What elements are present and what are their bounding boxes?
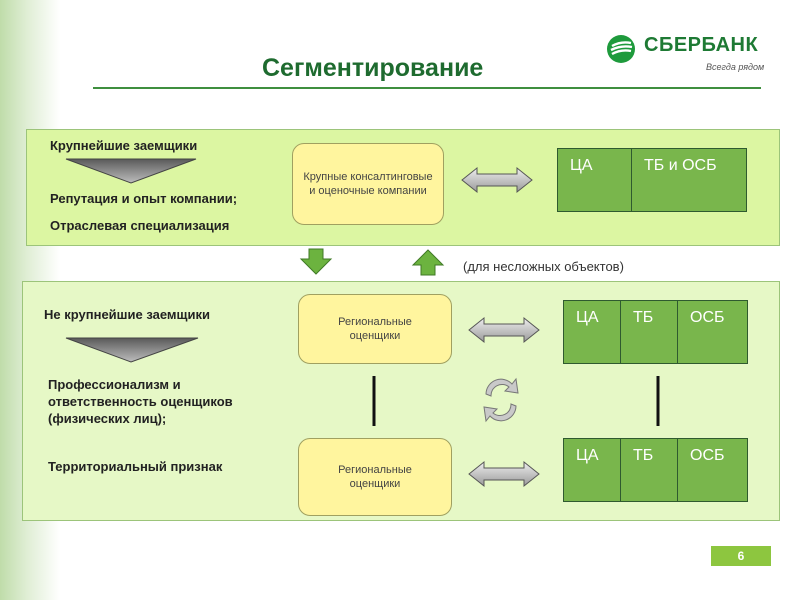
unit-cell-tb-osb: ТБ и ОСБ [644,157,717,174]
consulting-companies-label: Крупные консалтинговые и оценочные компа… [303,171,433,197]
criterion-territorial: Территориальный признак [48,459,223,474]
title-divider [93,87,761,89]
unit-cell-osb: ОСБ [690,309,725,326]
arrow-down-icon [299,248,333,275]
middle-units-table: ЦА ТБ ОСБ [563,300,748,364]
regional-appraisers-box-2: Региональные оценщики [298,438,452,516]
regional-appraisers-label-2: Региональные оценщики [338,464,412,490]
page-number: 6 [711,546,771,566]
page-title: Сегментирование [262,54,484,82]
regional-appraisers-label-1: Региональные оценщики [338,316,412,342]
consulting-companies-box: Крупные консалтинговые и оценочные компа… [292,143,444,225]
unit-cell-ca: ЦА [564,439,621,501]
arrow-up-icon [411,249,445,276]
unit-cell-ca: ЦА [558,149,632,211]
double-arrow-icon [468,316,540,344]
double-arrow-icon [461,166,533,194]
unit-cell-tb: ТБ [621,439,678,501]
unit-cell-tb: ТБ [621,301,678,363]
note-simple-objects: (для несложных объектов) [463,259,624,274]
funnel-triangle-top [65,158,197,184]
sberbank-logo: СБЕРБАНК Всегда рядом [606,32,771,78]
criterion-professionalism: Профессионализм и ответственность оценщи… [48,377,233,426]
unit-cell-osb: ОСБ [690,447,725,464]
cycle-arrows-icon [483,377,519,423]
large-borrowers-heading: Крупнейшие заемщики [50,138,198,153]
sberbank-logo-icon [607,35,635,63]
top-units-table: ЦА ТБ и ОСБ [557,148,747,212]
non-large-borrowers-heading: Не крупнейшие заемщики [44,307,210,322]
funnel-triangle-bottom [65,337,199,363]
criterion-specialization: Отраслевая специализация [50,218,230,233]
regional-appraisers-box-1: Региональные оценщики [298,294,452,364]
double-arrow-icon [468,460,540,488]
logo-tagline: Всегда рядом [706,62,765,72]
unit-cell-ca: ЦА [564,301,621,363]
bottom-units-table: ЦА ТБ ОСБ [563,438,748,502]
criterion-reputation: Репутация и опыт компании; [50,191,238,206]
logo-name: СБЕРБАНК [644,34,759,56]
